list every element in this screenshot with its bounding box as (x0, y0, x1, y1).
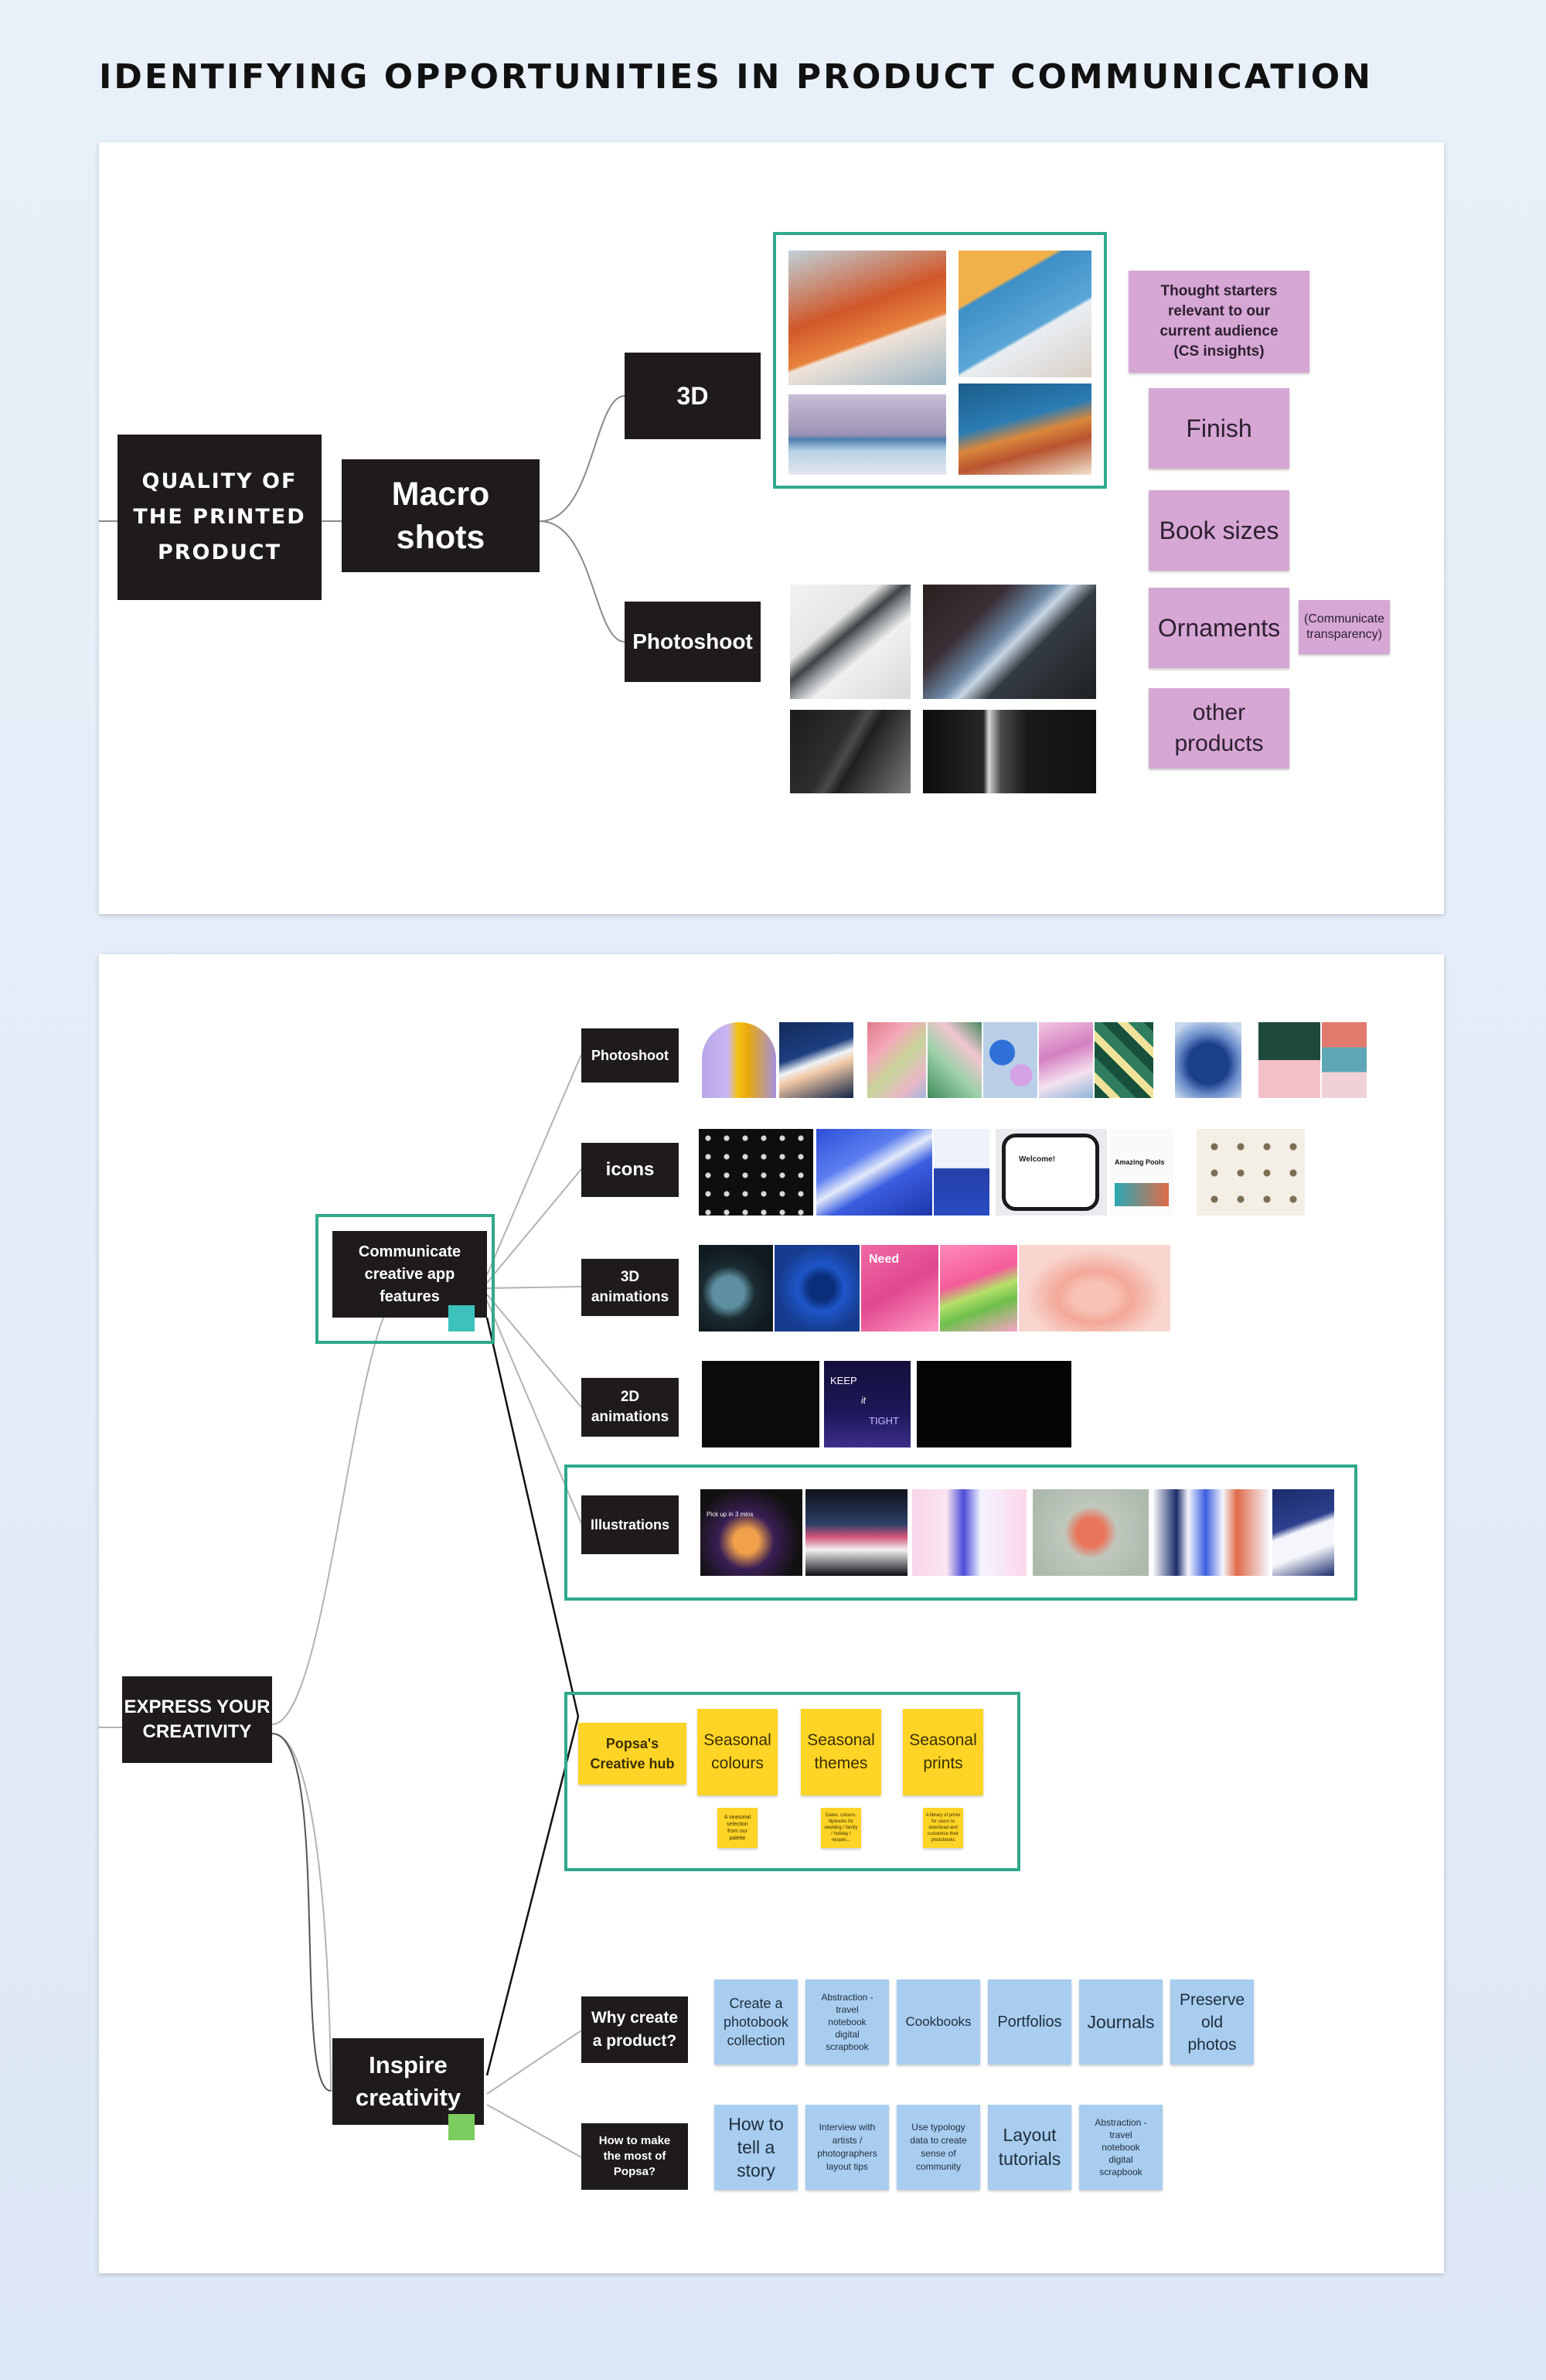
how-artist-interviews[interactable]: Interview with artists / photographers l… (805, 2105, 889, 2190)
icons-thumb-blue-cards (816, 1129, 932, 1216)
2d-anim-thumb-black-video-2 (917, 1361, 1071, 1447)
amazing-pools-label: Amazing Pools (1115, 1158, 1165, 1166)
3d-anim-thumb-pink-bottle (1019, 1245, 1170, 1332)
icons-thumb-dark-grid (699, 1129, 813, 1216)
icons-thumb-phone-app: Welcome! (996, 1129, 1107, 1216)
photoshoot-thumb-phone-hand (779, 1022, 853, 1098)
photoshoot-grey-book (790, 585, 911, 699)
illustrations-branch-node[interactable]: Illustrations (581, 1495, 679, 1554)
2d-anim-thumb-keep-it-tight: KEEP it TIGHT (824, 1361, 911, 1447)
photoshoot-branch-node[interactable]: Photoshoot (581, 1028, 679, 1083)
photoshoot-thumb-green-frames (928, 1022, 982, 1098)
illustration-thumb-car (805, 1489, 908, 1576)
icons-thumb-welcome-text: Welcome! (1019, 1155, 1056, 1164)
icons-branch-node[interactable]: icons (581, 1143, 679, 1197)
3d-images-frame (773, 232, 1107, 489)
seasonal-prints-detail-note[interactable]: A library of prints for users to downloa… (923, 1808, 963, 1848)
why-abstraction-scrapbook[interactable]: Abstraction - travel notebook digital sc… (805, 1979, 889, 2065)
3d-node[interactable]: 3D (625, 353, 761, 439)
photoshoot-packaging (923, 710, 1096, 793)
photoshoot-thumb-flat-lay (867, 1022, 926, 1098)
3d-animations-branch-node[interactable]: 3D animations (581, 1259, 679, 1316)
icons-thumb-calendar (934, 1129, 989, 1216)
macro-shots-node[interactable]: Macro shots (342, 459, 540, 572)
3d-anim-thumb-green-blocks (940, 1245, 1017, 1332)
how-to-make-node[interactable]: How to make the most of Popsa? (581, 2123, 688, 2190)
page-title: IDENTIFYING OPPORTUNITIES IN PRODUCT COM… (99, 57, 1373, 97)
express-creativity-root-node[interactable]: EXPRESS YOUR CREATIVITY (122, 1676, 272, 1763)
seasonal-themes-note[interactable]: Seasonal themes (801, 1709, 881, 1795)
how-tell-a-story[interactable]: How to tell a story (714, 2105, 798, 2190)
how-typology-community[interactable]: Use typology data to create sense of com… (897, 2105, 980, 2190)
photoshoot-black-books (790, 710, 911, 793)
communicate-features-node[interactable]: Communicate creative app features (332, 1231, 487, 1318)
why-portfolios[interactable]: Portfolios (988, 1979, 1071, 2065)
seasonal-colours-detail-note[interactable]: A seasonal selection from our palette (717, 1808, 758, 1848)
seasonal-themes-detail-note[interactable]: Dates, colours, flipbooks for wedding / … (821, 1808, 861, 1848)
photoshoot-thumb-shapes (1258, 1022, 1320, 1098)
creative-hub-frame (564, 1692, 1020, 1871)
pick-up-text: Pick up in 3 mins (707, 1511, 754, 1518)
it-text: it (861, 1395, 866, 1406)
icons-thumb-amazing-pools: Amazing Pools (1110, 1129, 1173, 1216)
ornaments-transparency-note[interactable]: (Communicate transparency) (1299, 600, 1390, 654)
photoshoot-node[interactable]: Photoshoot (625, 602, 761, 682)
photoshoot-thumb-blue-spheres (983, 1022, 1037, 1098)
3d-anim-thumb-dark-device (699, 1245, 773, 1332)
illustration-thumb-pickup: Pick up in 3 mins (700, 1489, 802, 1576)
creativity-board: EXPRESS YOUR CREATIVITY Communicate crea… (99, 954, 1444, 2273)
illustration-thumb-pink-app (912, 1489, 1027, 1576)
illustrations-frame (564, 1464, 1357, 1601)
communicate-frame (315, 1214, 495, 1344)
finish-note[interactable]: Finish (1149, 388, 1289, 469)
illustration-thumb-phone-flowers (1033, 1489, 1149, 1576)
tight-text: TIGHT (869, 1415, 899, 1427)
photoshoot-thumb-tiles (1322, 1022, 1367, 1098)
photoshoot-thumb-blue-fabric (1175, 1022, 1241, 1098)
macro-photo-book-stack (959, 384, 1091, 475)
why-photobook-collection[interactable]: Create a photobook collection (714, 1979, 798, 2065)
why-create-node[interactable]: Why create a product? (581, 1996, 688, 2063)
3d-anim-thumb-blue-speaker (775, 1245, 860, 1332)
why-cookbooks[interactable]: Cookbooks (897, 1979, 980, 2065)
why-preserve-old-photos[interactable]: Preserve old photos (1170, 1979, 1254, 2065)
photoshoot-thumb-yellow-jacket (702, 1022, 776, 1098)
creative-hub-note[interactable]: Popsa's Creative hub (578, 1723, 686, 1785)
other-products-note[interactable]: other products (1149, 688, 1289, 769)
2d-animations-branch-node[interactable]: 2D animations (581, 1378, 679, 1437)
quality-board: QUALITY OF THE PRINTED PRODUCT Macro sho… (99, 142, 1444, 914)
icons-thumb-line-icons (1197, 1129, 1305, 1216)
3d-anim-thumb-pink-need: Need (861, 1245, 938, 1332)
how-abstraction-scrapbook[interactable]: Abstraction - travel notebook digital sc… (1079, 2105, 1163, 2190)
illustration-thumb-phones-set (1153, 1489, 1269, 1576)
inspire-creativity-node[interactable]: Inspire creativity (332, 2038, 484, 2125)
macro-photo-purple-spine (788, 394, 946, 475)
why-journals[interactable]: Journals (1079, 1979, 1163, 2065)
book-sizes-note[interactable]: Book sizes (1149, 490, 1289, 571)
macro-photo-blue-cover (959, 251, 1091, 377)
seasonal-prints-note[interactable]: Seasonal prints (903, 1709, 983, 1795)
ornaments-note[interactable]: Ornaments (1149, 588, 1289, 668)
seasonal-colours-note[interactable]: Seasonal colours (697, 1709, 778, 1795)
photoshoot-thumb-floral (1039, 1022, 1093, 1098)
teal-tag (448, 1305, 475, 1332)
keep-text: KEEP (830, 1375, 857, 1386)
photoshoot-dark-book (923, 585, 1096, 699)
how-layout-tutorials[interactable]: Layout tutorials (988, 2105, 1071, 2190)
green-tag (448, 2114, 475, 2140)
thought-starters-note[interactable]: Thought starters relevant to our current… (1129, 271, 1309, 373)
illustration-thumb-phone-dark (1272, 1489, 1334, 1576)
macro-photo-orange-book (788, 251, 946, 385)
quality-root-node[interactable]: QUALITY OF THE PRINTED PRODUCT (117, 435, 322, 600)
photoshoot-thumb-green-pattern (1095, 1022, 1153, 1098)
2d-anim-thumb-black-video (702, 1361, 819, 1447)
need-text: Need (869, 1253, 900, 1266)
